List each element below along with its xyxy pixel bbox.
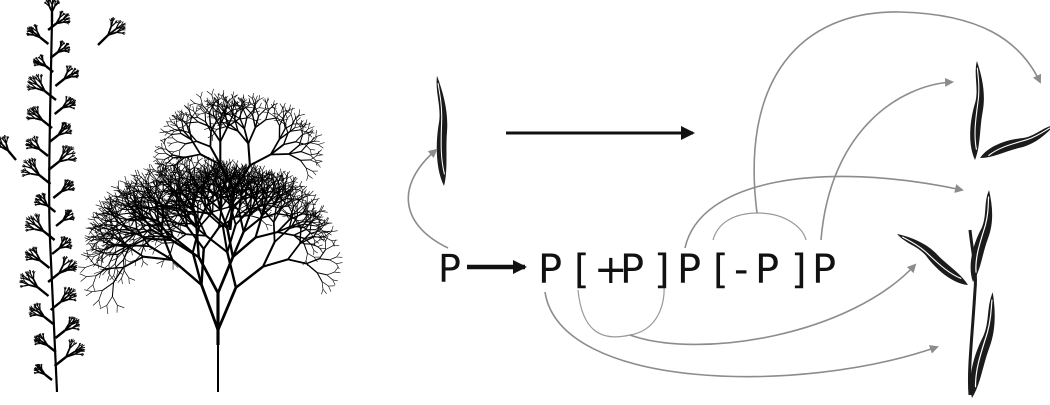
- rule-token: [: [574, 250, 590, 290]
- branch-loop-plus: [578, 287, 664, 337]
- single-leaf-figure: [426, 75, 457, 186]
- slender-plant-figure: [0, 0, 126, 392]
- rule-token: P: [538, 250, 562, 290]
- rule-token: P: [620, 250, 644, 290]
- rule-token: ]: [654, 250, 670, 290]
- rule-token: [: [713, 250, 729, 290]
- arc-to-bottom-leaf: [545, 292, 937, 377]
- arc-to-top-right-leaf: [754, 12, 1040, 213]
- arc-to-middle-node: [685, 176, 962, 248]
- composite-plant-figure: [891, 61, 1050, 400]
- axiom-symbol: P: [438, 250, 461, 288]
- bushy-tree-figure: [78, 89, 342, 392]
- rule-token: P: [677, 250, 701, 290]
- arc-to-upper-stem: [821, 82, 952, 240]
- rule-token: P: [812, 250, 836, 290]
- rule-token: P: [755, 250, 779, 290]
- branch-loop-minus: [713, 213, 806, 240]
- rule-token: ]: [791, 250, 807, 290]
- rule-token: -: [734, 250, 748, 290]
- rewrite-arcs: [545, 12, 1040, 377]
